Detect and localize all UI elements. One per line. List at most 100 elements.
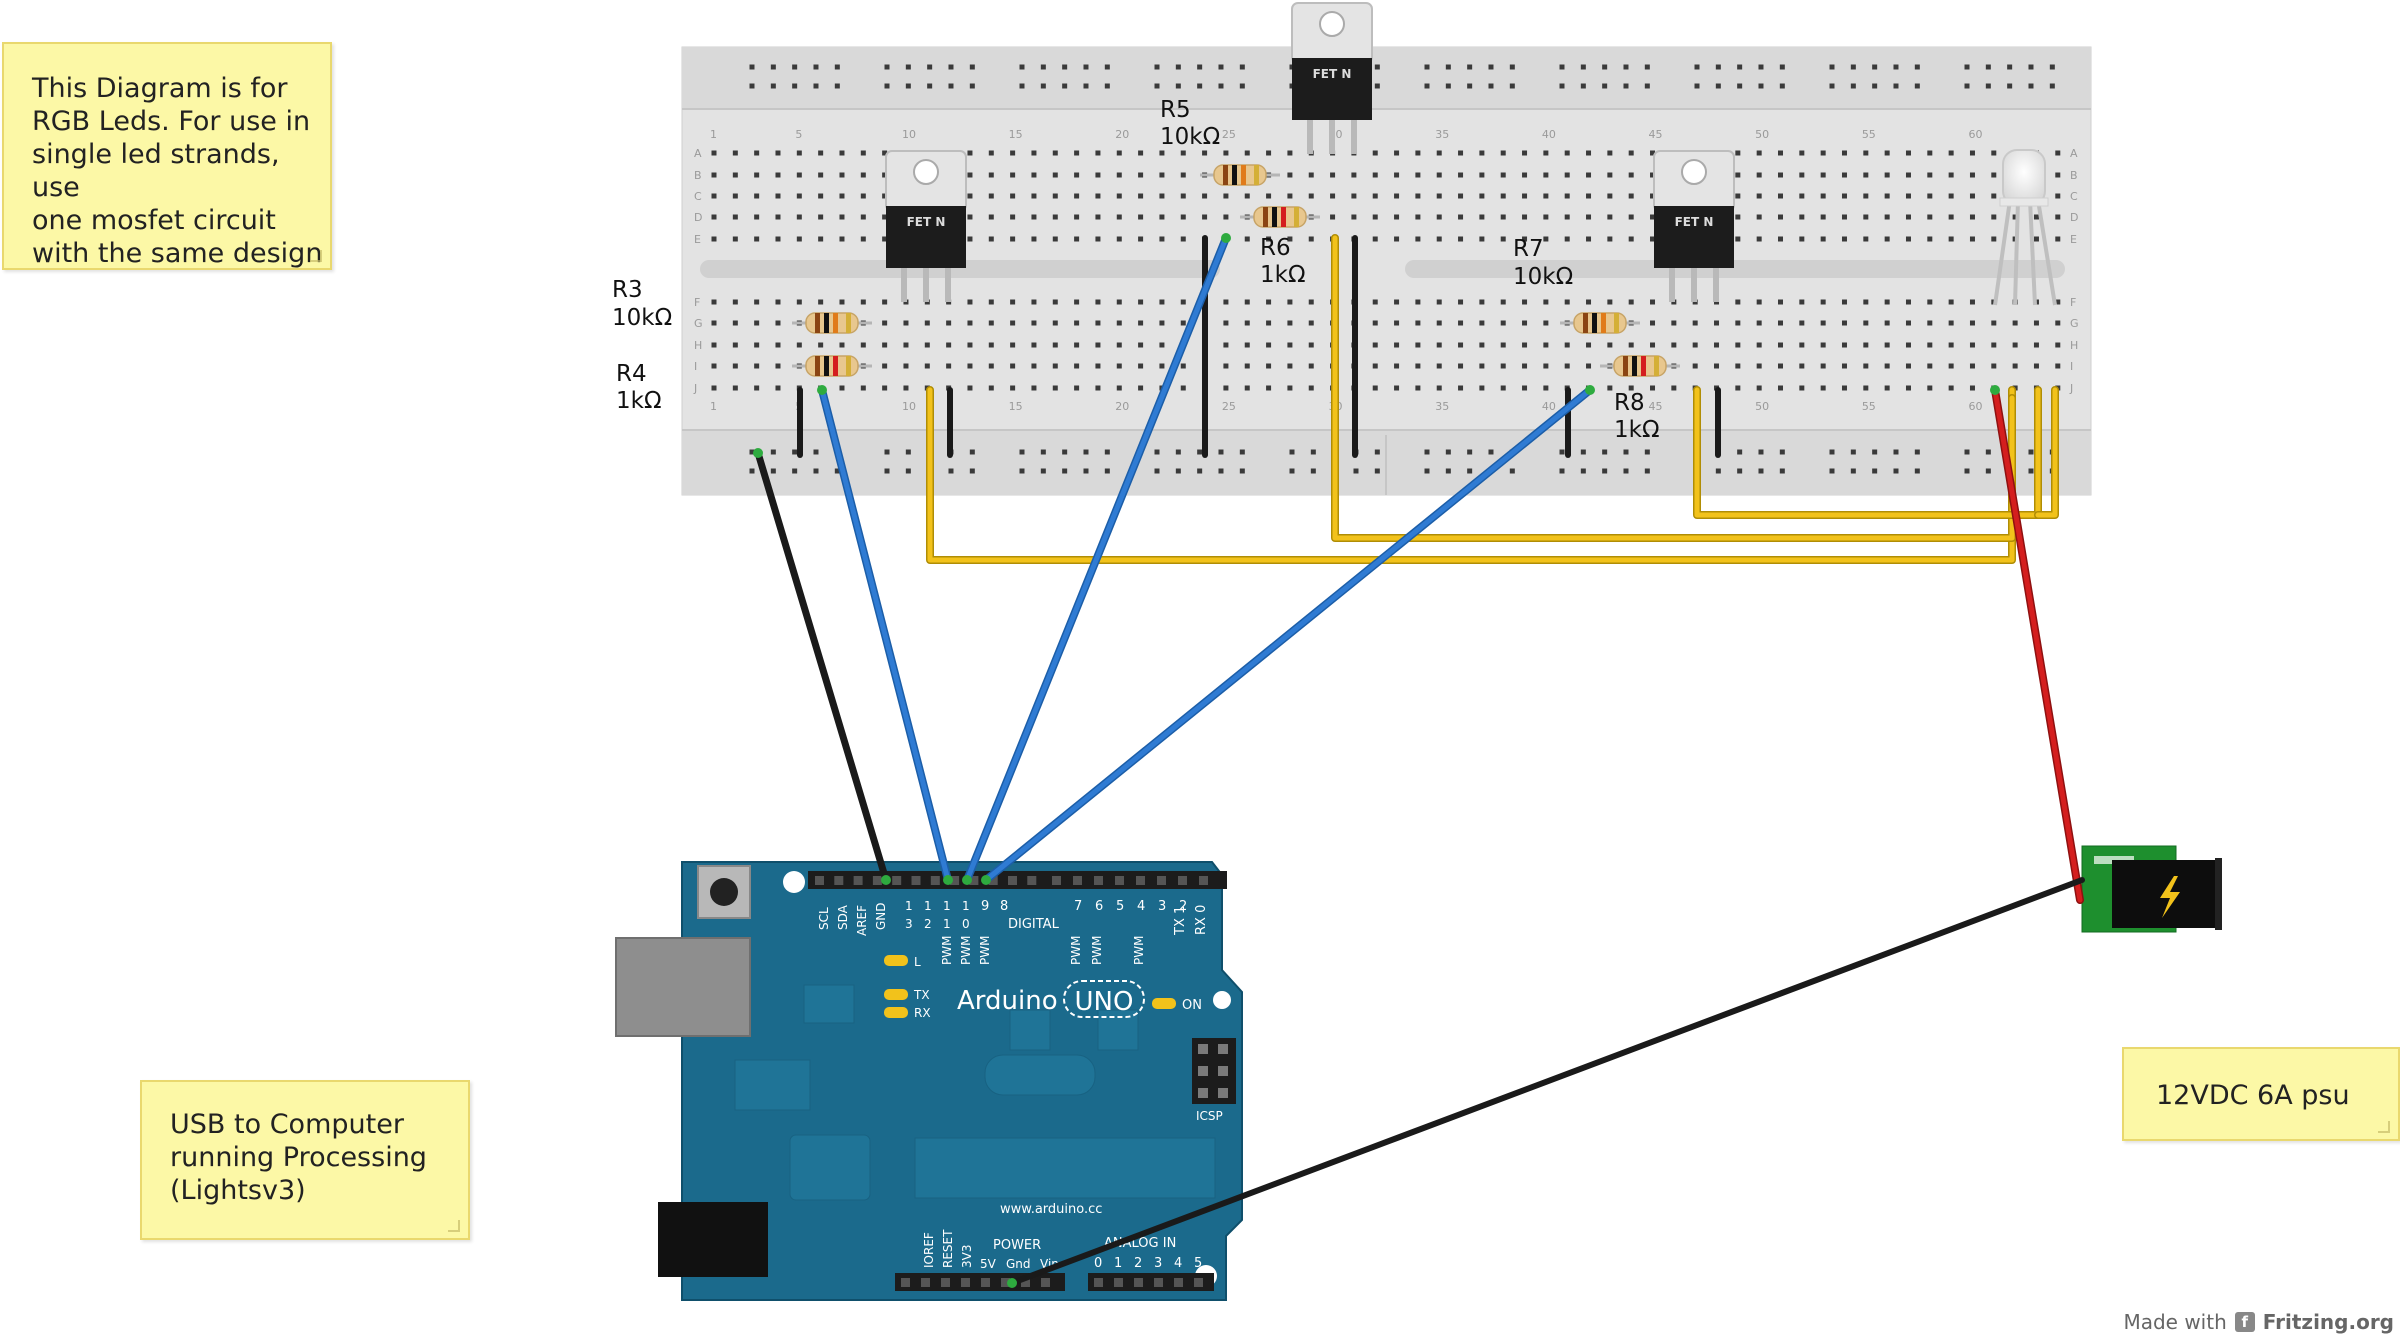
breadboard-rail-hole	[770, 83, 776, 89]
breadboard-hole	[1841, 172, 1847, 178]
breadboard-hole	[1010, 193, 1016, 199]
breadboard-rail-hole	[1914, 64, 1920, 70]
r4-value: 1kΩ	[616, 388, 662, 414]
r7-value: 10kΩ	[1513, 264, 1573, 290]
breadboard-hole	[1863, 342, 1869, 348]
breadboard-rail-hole	[1893, 449, 1899, 455]
breadboard-hole	[732, 193, 738, 199]
pin-label-gnd: GND	[874, 902, 888, 930]
breadboard-rail-hole	[1040, 64, 1046, 70]
breadboard-rail-hole	[1424, 449, 1430, 455]
digital-label: DIGITAL	[1008, 917, 1060, 932]
breadboard-hole	[1436, 320, 1442, 326]
resize-grip-icon[interactable]	[448, 1220, 460, 1232]
note-rgb-leds[interactable]: This Diagram is for RGB Leds. For use in…	[2, 42, 332, 270]
breadboard-hole	[1969, 214, 1975, 220]
breadboard-hole	[1500, 363, 1506, 369]
breadboard-hole	[1074, 342, 1080, 348]
breadboard-rail-hole	[813, 449, 819, 455]
breadboard-hole	[732, 320, 738, 326]
analog-pin-label: 3	[1154, 1256, 1162, 1271]
credit-brand[interactable]: Fritzing.org	[2262, 1310, 2394, 1334]
breadboard-hole	[1116, 214, 1122, 220]
breadboard-hole	[1778, 172, 1783, 178]
breadboard-hole	[1479, 299, 1485, 305]
breadboard-hole	[1820, 150, 1826, 156]
rgb-led	[1993, 149, 2057, 306]
breadboard-hole	[1052, 150, 1058, 156]
breadboard-hole	[1394, 236, 1400, 242]
breadboard-hole	[1650, 299, 1656, 305]
breadboard-hole	[1010, 150, 1016, 156]
breadboard-hole	[732, 385, 738, 391]
breadboard-rail-hole	[905, 468, 911, 474]
breadboard-hole	[1138, 385, 1144, 391]
breadboard-rail-hole	[927, 83, 933, 89]
breadboard-hole	[1820, 363, 1826, 369]
breadboard-hole	[775, 172, 781, 178]
breadboard-hole	[2033, 214, 2039, 220]
digital-pin-number: 2	[1179, 899, 1187, 914]
power-pin-label: RESET	[941, 1229, 955, 1268]
note-rgb-text: This Diagram is for RGB Leds. For use in…	[32, 73, 323, 269]
lightning-icon	[2160, 876, 2180, 918]
breadboard-hole	[1180, 299, 1186, 305]
breadboard-hole	[1138, 363, 1144, 369]
breadboard-hole	[1586, 342, 1592, 348]
breadboard-hole	[1820, 342, 1826, 348]
breadboard-hole	[1863, 236, 1869, 242]
breadboard-hole	[1863, 172, 1869, 178]
breadboard-hole	[818, 299, 824, 305]
breadboard-hole	[1500, 193, 1506, 199]
pin-socket	[981, 1278, 990, 1287]
breadboard-hole	[1863, 150, 1869, 156]
breadboard-hole	[1436, 172, 1442, 178]
breadboard-hole	[1074, 150, 1080, 156]
breadboard-hole	[732, 342, 738, 348]
breadboard-hole	[1074, 385, 1080, 391]
breadboard-hole	[1031, 342, 1037, 348]
r7-name: R7	[1513, 236, 1544, 262]
breadboard-hole	[711, 320, 717, 326]
breadboard-row-letter: C	[694, 190, 702, 203]
breadboard-hole	[1607, 299, 1613, 305]
breadboard-hole	[1372, 385, 1378, 391]
mosfet: FET N	[1291, 2, 1373, 154]
note-usb-computer[interactable]: USB to Computer running Processing (Ligh…	[140, 1080, 470, 1240]
digital-pin-number: 1	[905, 899, 913, 913]
breadboard-hole	[1607, 172, 1613, 178]
resistor-band	[1654, 356, 1659, 376]
note-psu[interactable]: 12VDC 6A psu	[2122, 1047, 2400, 1141]
breadboard-hole	[1500, 299, 1506, 305]
breadboard-rail-hole	[1062, 83, 1068, 89]
breadboard-hole	[1159, 320, 1165, 326]
breadboard-hole	[1095, 172, 1101, 178]
breadboard-rail-hole	[1580, 468, 1586, 474]
breadboard-hole	[1415, 299, 1421, 305]
breadboard-hole	[1905, 320, 1911, 326]
mosfet-hole	[913, 159, 939, 185]
breadboard-hole	[1052, 214, 1058, 220]
breadboard-hole	[1841, 299, 1847, 305]
breadboard-hole	[1927, 172, 1933, 178]
mosfet-leg	[923, 268, 929, 302]
breadboard-hole	[1330, 193, 1336, 199]
breadboard-hole	[1479, 363, 1485, 369]
breadboard-hole	[754, 193, 760, 199]
resize-grip-icon[interactable]	[310, 250, 322, 262]
breadboard-column-number: 15	[1009, 400, 1023, 413]
breadboard-hole	[839, 342, 845, 348]
breadboard-hole	[1436, 150, 1442, 156]
breadboard-hole	[1778, 299, 1783, 305]
breadboard-hole	[903, 320, 909, 326]
mosfet: FET N	[885, 150, 967, 302]
resize-grip-icon[interactable]	[2378, 1121, 2390, 1133]
resistor-band	[1623, 356, 1628, 376]
breadboard-hole	[924, 320, 930, 326]
breadboard-hole	[775, 342, 781, 348]
breadboard-hole	[2033, 363, 2039, 369]
mosfet-leg	[1351, 120, 1357, 154]
breadboard-hole	[1735, 342, 1741, 348]
breadboard-rail-hole	[1559, 468, 1565, 474]
resistor-band	[1223, 165, 1228, 185]
